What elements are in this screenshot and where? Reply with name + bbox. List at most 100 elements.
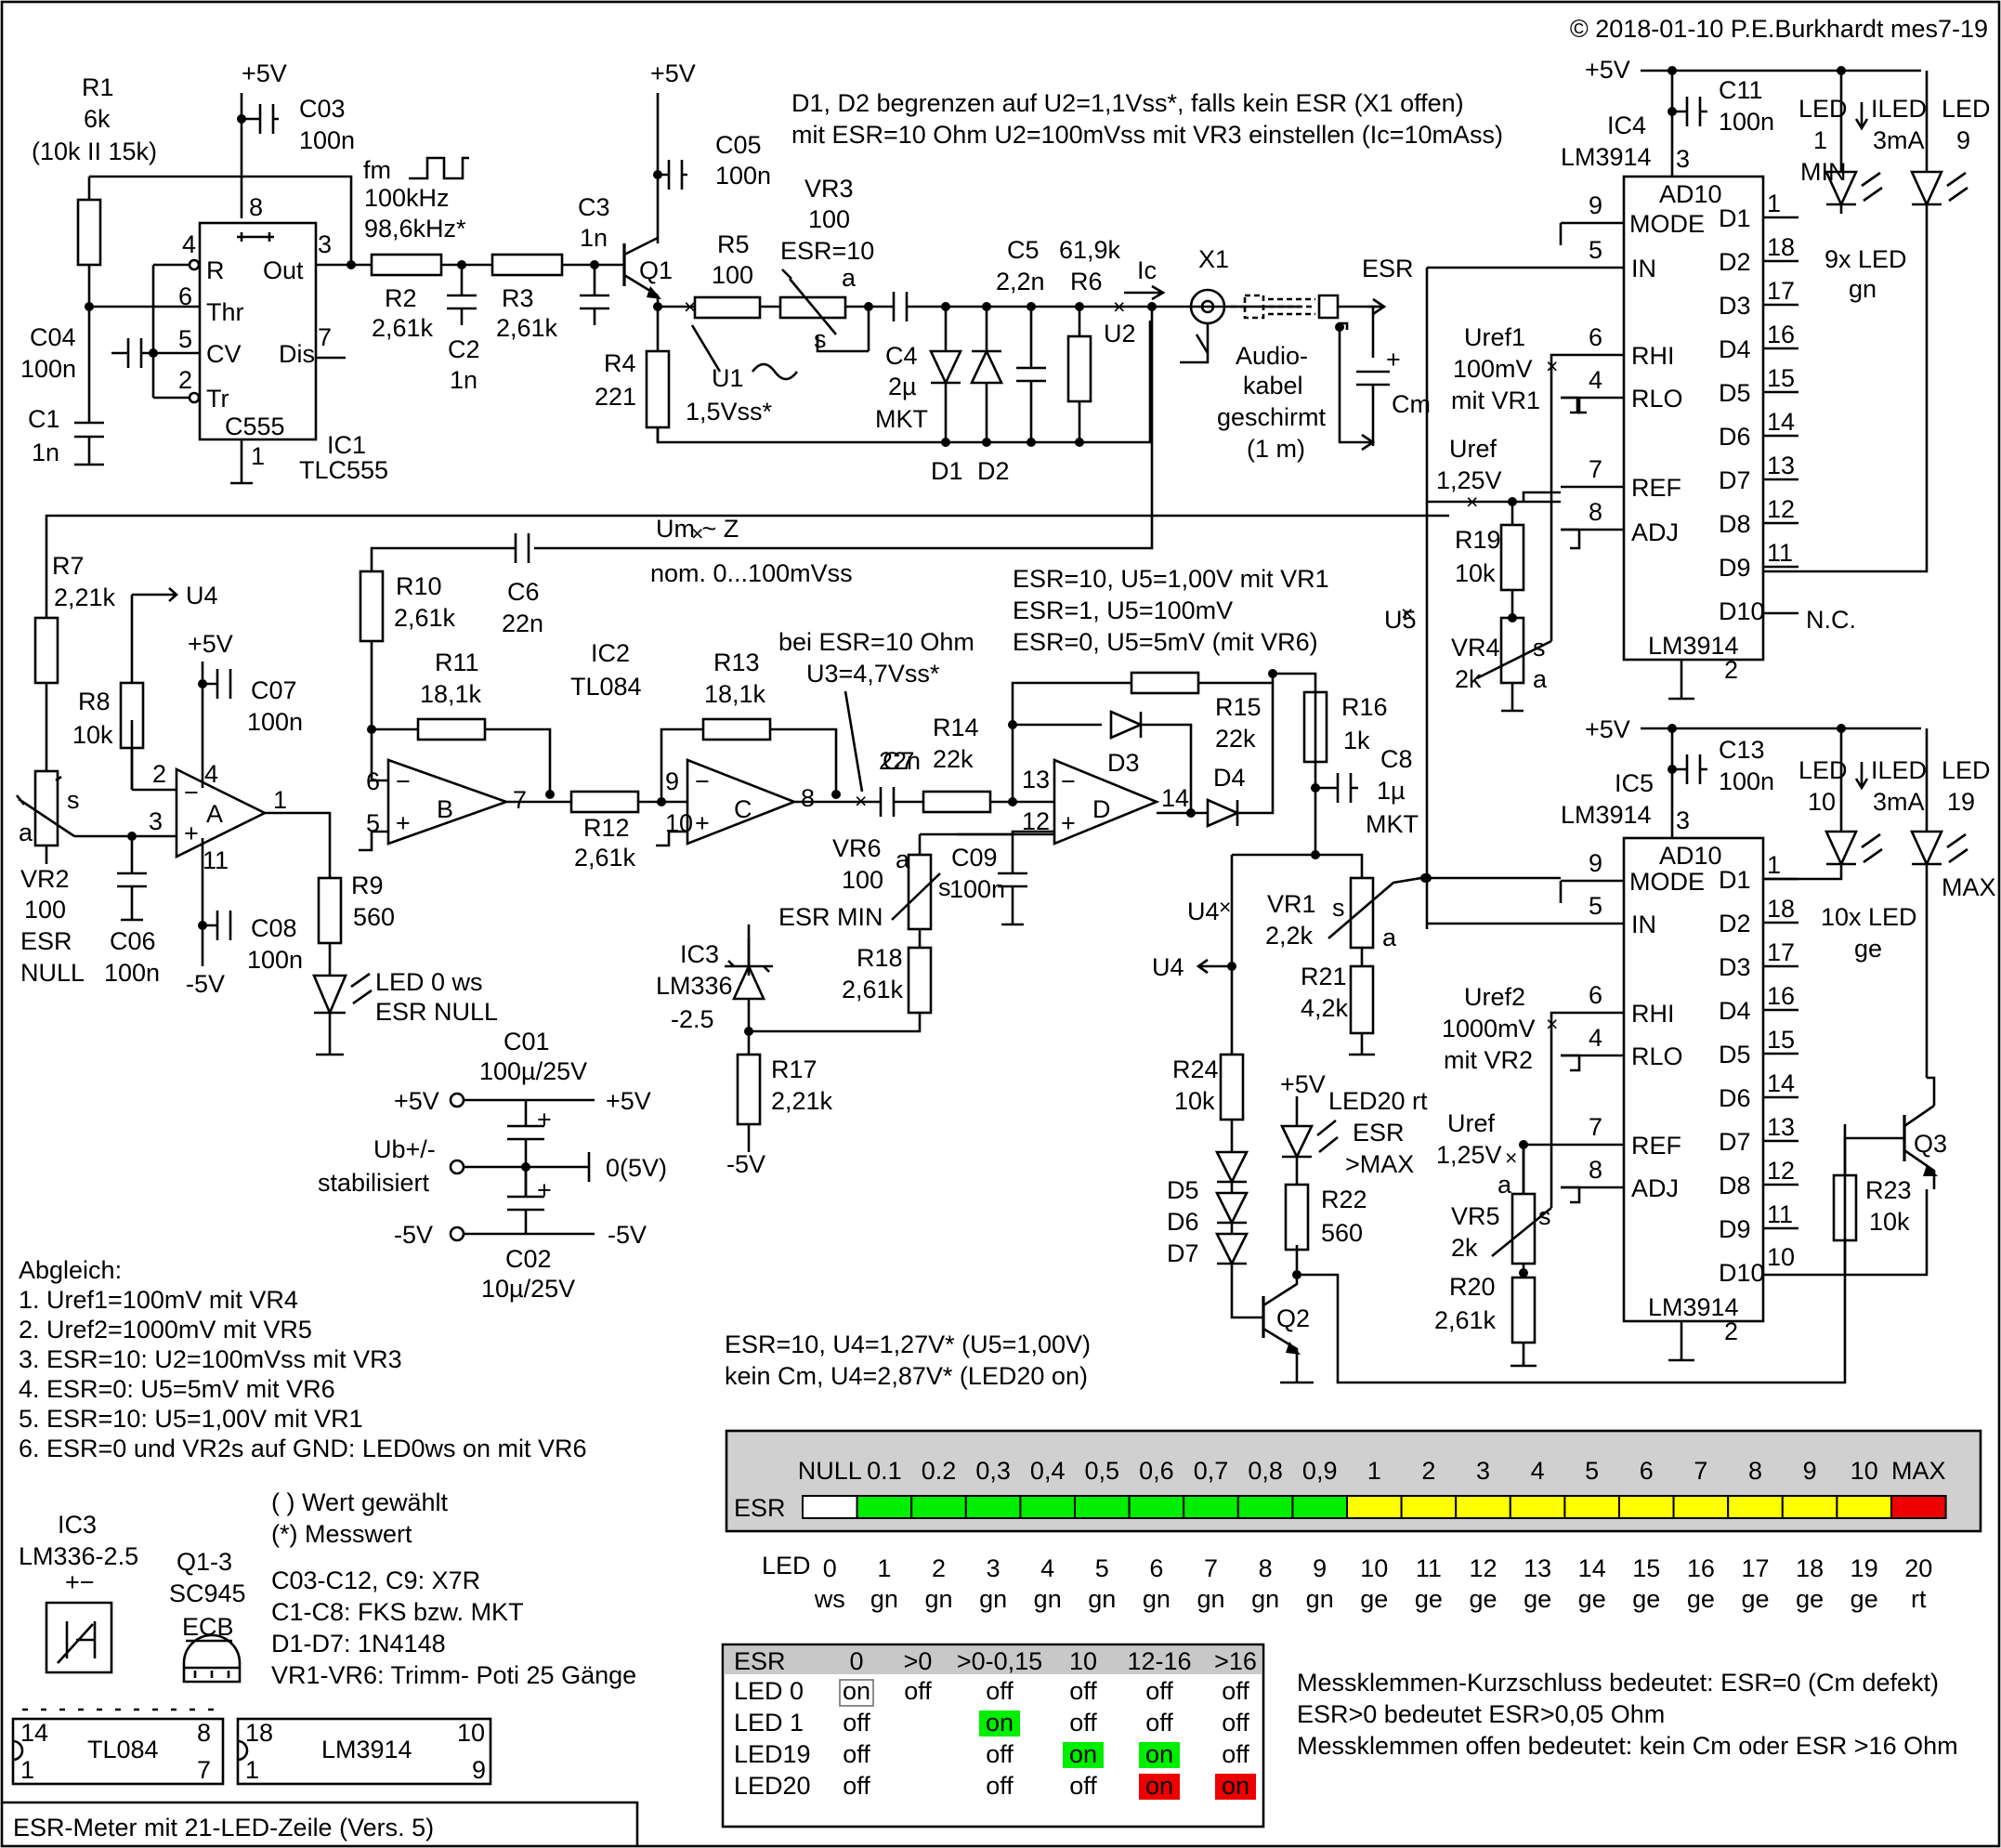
pin-num: 15 xyxy=(1767,1026,1795,1054)
label-uref2: Uref2 xyxy=(1464,983,1525,1011)
bar-led-color: gn xyxy=(1197,1585,1224,1613)
label-r7: R7 xyxy=(52,552,85,580)
table-cell: on xyxy=(1145,1772,1173,1800)
pin-num: 7 xyxy=(318,323,332,351)
svg-text:B: B xyxy=(437,795,453,823)
resistor-r11 xyxy=(416,717,487,741)
label-vr4-value: 2k xyxy=(1455,665,1482,693)
pin-num: 16 xyxy=(1767,982,1795,1010)
bar-scale-label: MAX xyxy=(1891,1457,1946,1485)
table-cell: off xyxy=(1145,1709,1173,1737)
label-ic4-type: LM3914 xyxy=(1561,143,1652,171)
label-r3-value: 2,61k xyxy=(496,314,558,342)
bar-led-color: gn xyxy=(1088,1585,1116,1613)
pin-label: D3 xyxy=(1719,292,1751,320)
pin-label: D6 xyxy=(1719,1084,1751,1112)
svg-text:×: × xyxy=(1401,601,1413,625)
bar-segment xyxy=(1509,1495,1566,1519)
table-row-label: LED20 xyxy=(734,1772,811,1800)
label-c01: C01 xyxy=(504,1028,550,1055)
label-u5: U5 xyxy=(1384,606,1417,634)
bar-scale-label: 4 xyxy=(1531,1457,1545,1485)
bar-scale-label: 8 xyxy=(1748,1457,1762,1485)
ic4-section: +5V C11 100n IC4 LM3914 3 AD10 MODE IN R… xyxy=(1384,56,1921,929)
pin-mode: MODE xyxy=(1629,210,1705,238)
bar-led-color: gn xyxy=(924,1585,952,1613)
label-r4: R4 xyxy=(604,349,636,377)
pin-num: 18 xyxy=(1767,233,1795,261)
label-u4: U4 xyxy=(1187,898,1220,925)
pinout-tl084 xyxy=(11,1717,225,1786)
svg-text:9: 9 xyxy=(1589,849,1602,877)
svg-text:8: 8 xyxy=(1589,1156,1602,1184)
label-r7-value: 2,21k xyxy=(54,583,116,611)
pin-ref: REF xyxy=(1631,1132,1681,1160)
bar-led-number: 19 xyxy=(1851,1554,1878,1582)
pin-label: D1 xyxy=(1719,204,1751,232)
trimmer-vr5 xyxy=(1511,1192,1537,1265)
label-r22: R22 xyxy=(1321,1186,1367,1213)
svg-text:×: × xyxy=(684,295,696,319)
pin-in: IN xyxy=(1631,911,1656,938)
bar-segment xyxy=(964,1495,1022,1519)
label-c07-value: 100n xyxy=(247,708,303,736)
led1-icon xyxy=(1824,170,1859,208)
note: D1-D7: 1N4148 xyxy=(271,1630,446,1658)
label-u1-value: 1,5Vss* xyxy=(686,398,773,426)
bar-scale-label: NULL xyxy=(798,1457,862,1485)
label-c1-value: 1n xyxy=(32,439,59,466)
table-cell: off xyxy=(1069,1677,1097,1705)
label-r2-value: 2,61k xyxy=(372,314,434,342)
pin-num: 11 xyxy=(1767,1200,1793,1228)
led9-icon xyxy=(1909,170,1944,208)
label-r22-value: 560 xyxy=(1321,1219,1363,1247)
label-r18-value: 2,61k xyxy=(842,976,904,1003)
note-mid: ESR=10, U5=1,00V mit VR1 xyxy=(1013,565,1329,593)
bar-scale-label: 5 xyxy=(1585,1457,1599,1485)
label-u3: bei ESR=10 Ohm xyxy=(778,628,974,656)
pin-thr: Thr xyxy=(206,298,244,326)
adjust-item: 4. ESR=0: U5=5mV mit VR6 xyxy=(19,1375,335,1403)
pin-rhi: RHI xyxy=(1631,342,1675,370)
svg-text:×: × xyxy=(1546,1012,1558,1036)
label-c11: C11 xyxy=(1719,76,1763,104)
label-ic2: IC2 xyxy=(591,639,630,667)
bar-scale-label: 2 xyxy=(1421,1457,1435,1485)
label-c7: C7 xyxy=(883,747,915,775)
label-ic5-type: LM3914 xyxy=(1561,801,1652,829)
label-r24: R24 xyxy=(1172,1055,1219,1083)
bar-led-color: gn xyxy=(1251,1585,1279,1613)
svg-text:7: 7 xyxy=(197,1756,211,1784)
label-c06-value: 100n xyxy=(104,959,160,987)
diode-d2 xyxy=(969,347,1004,385)
ic5-body xyxy=(1622,836,1765,1323)
bar-scale-label: 0,7 xyxy=(1194,1457,1229,1485)
label-led19-num: 19 xyxy=(1947,788,1975,816)
label-vr1-value: 2,2k xyxy=(1265,922,1314,950)
table-cell: off xyxy=(1069,1772,1097,1800)
label-led1: LED xyxy=(1798,95,1848,123)
label-c06: C06 xyxy=(110,927,156,955)
label-led10: LED xyxy=(1798,756,1848,784)
table-row-label: LED 1 xyxy=(734,1709,804,1737)
svg-text:−: − xyxy=(1061,767,1076,795)
svg-text:8: 8 xyxy=(1589,498,1602,526)
pin-label: D3 xyxy=(1719,953,1751,981)
label-c4-type: MKT xyxy=(875,405,928,433)
svg-text:5: 5 xyxy=(1589,892,1602,920)
label-led0: LED 0 ws xyxy=(375,968,483,996)
opamp-d xyxy=(1053,758,1160,845)
table-header: ESR xyxy=(734,1647,786,1675)
label-ic2-type: TL084 xyxy=(570,673,642,701)
pin-adj: ADJ xyxy=(1631,518,1679,546)
bar-segment xyxy=(1128,1495,1185,1519)
pin-num: 13 xyxy=(1767,452,1795,479)
label-ic1-type: TLC555 xyxy=(299,456,388,484)
power-section: C01 100µ/25V +5V + +5V Ub+/- stabilisier… xyxy=(318,1028,667,1303)
label-iled-value: 3mA xyxy=(1873,126,1925,154)
pin-in: IN xyxy=(1631,255,1656,282)
ic1-body xyxy=(198,221,318,441)
diode-d3 xyxy=(1109,710,1144,740)
label-r21: R21 xyxy=(1301,963,1347,990)
